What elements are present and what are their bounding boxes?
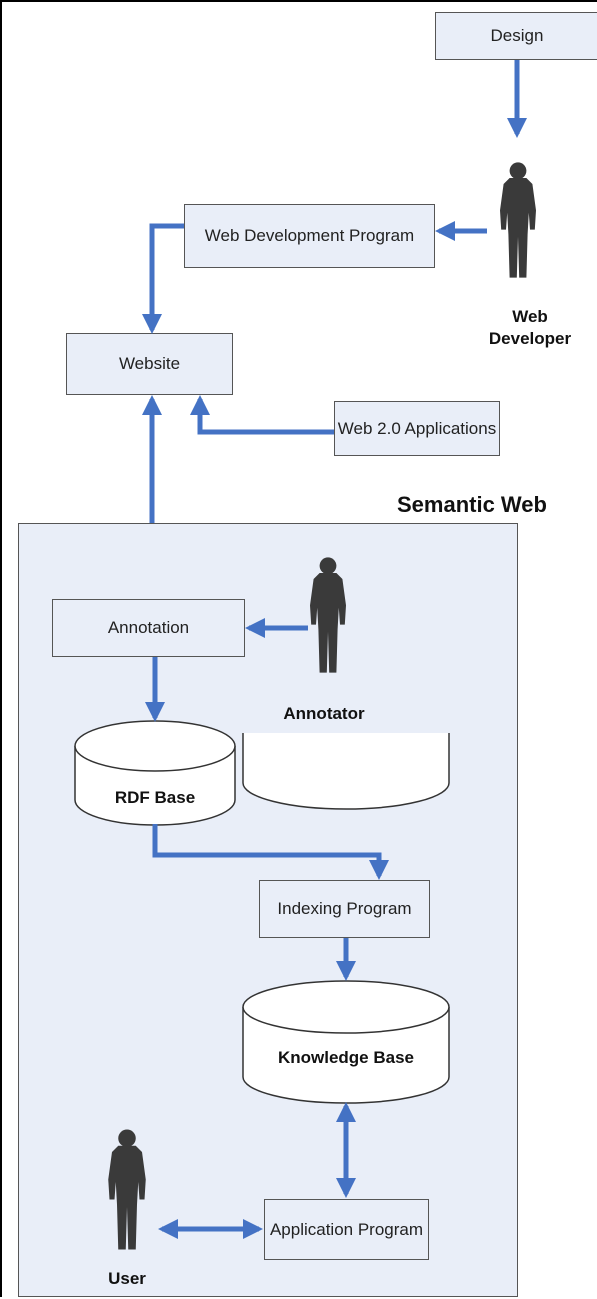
user-figure	[108, 1129, 146, 1250]
indexing-program-box: Indexing Program	[259, 880, 430, 938]
web-developer-label-line2: Developer	[488, 329, 572, 348]
rdf-base-label: RDF Base	[114, 788, 196, 807]
user-label: User	[108, 1269, 146, 1288]
arrow-program-to-website	[142, 223, 184, 334]
website-box: Website	[66, 333, 233, 395]
application-program-box: Application Program	[264, 1199, 429, 1260]
arrow-rdf-to-indexing	[152, 824, 389, 880]
design-box: Design	[435, 12, 597, 60]
web20-applications-label: Web 2.0 Applications	[337, 418, 497, 438]
web-development-program-box: Web Development Program	[184, 204, 435, 268]
web-developer-label-line1: Web	[512, 307, 548, 326]
semantic-web-title: Semantic Web	[397, 492, 547, 517]
knowledge-base-cylinder	[242, 733, 450, 810]
indexing-program-label: Indexing Program	[277, 899, 412, 918]
web-developer-label: Web Developer	[480, 306, 580, 350]
annotator-figure	[310, 557, 346, 673]
web-development-program-label: Web Development Program	[204, 226, 415, 245]
application-program-label: Application Program	[269, 1219, 424, 1239]
annotation-box: Annotation	[52, 599, 245, 657]
web20-applications-box: Web 2.0 Applications	[334, 401, 500, 456]
website-label: Website	[118, 354, 181, 373]
design-label: Design	[490, 26, 544, 45]
arrow-web20-to-website	[190, 395, 334, 435]
knowledge-base-label: Knowledge Base	[277, 1048, 415, 1067]
rdf-base-cylinder	[74, 720, 236, 826]
annotator-label: Annotator	[283, 704, 365, 723]
web-developer-figure	[500, 162, 536, 278]
annotation-label: Annotation	[107, 618, 190, 637]
knowledge-base-cylinder-shape	[242, 980, 450, 1104]
